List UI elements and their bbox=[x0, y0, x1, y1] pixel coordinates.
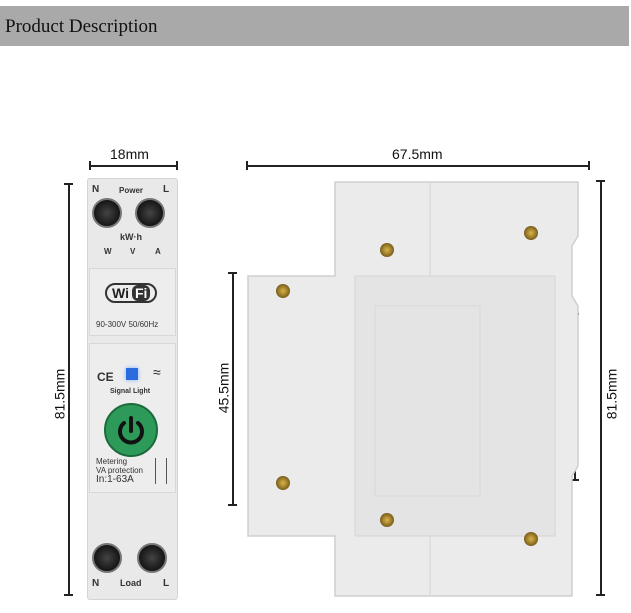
metering-label: Metering bbox=[96, 457, 128, 466]
rivet bbox=[524, 226, 538, 240]
terminal-n-label: N bbox=[92, 578, 100, 589]
terminal-screw bbox=[137, 543, 167, 573]
rating-label: 90-300V 50/60Hz bbox=[96, 320, 159, 329]
signal-light-label: Signal Light bbox=[110, 388, 151, 395]
dim-line-45mm bbox=[232, 272, 234, 505]
switch-diagram-icon bbox=[155, 458, 167, 484]
section-title: Product Description bbox=[5, 16, 158, 37]
terminal-screw bbox=[135, 198, 165, 228]
dim-tick bbox=[64, 594, 73, 596]
dim-label-81mm-right: 81.5mm bbox=[603, 368, 620, 420]
dim-tick bbox=[570, 479, 579, 481]
dim-line-81mm-right bbox=[600, 180, 602, 595]
dim-label-18mm: 18mm bbox=[110, 146, 149, 162]
a-label: A bbox=[155, 247, 161, 256]
dim-tick bbox=[64, 183, 73, 185]
terminal-screw bbox=[92, 198, 122, 228]
terminal-n-label: N bbox=[92, 184, 100, 195]
signal-light bbox=[126, 368, 138, 380]
rivet bbox=[276, 476, 290, 490]
current-rating-label: In:1-63A bbox=[96, 474, 134, 485]
va-protection-label: VA protection bbox=[96, 466, 143, 475]
ce-mark: CE bbox=[97, 370, 114, 384]
dim-tick bbox=[588, 161, 590, 170]
dim-label-81mm-left: 81.5mm bbox=[51, 368, 68, 420]
dim-tick bbox=[596, 180, 605, 182]
kwh-label: kW·h bbox=[120, 232, 142, 242]
dim-tick bbox=[89, 161, 91, 170]
dim-tick bbox=[228, 504, 237, 506]
wifi-icon: ≈ bbox=[153, 364, 161, 380]
dim-line-67mm bbox=[246, 165, 589, 167]
terminal-screw bbox=[92, 543, 122, 573]
rivet bbox=[524, 532, 538, 546]
dim-line-81mm-left bbox=[68, 183, 70, 595]
section-header: Product Description bbox=[0, 6, 629, 46]
load-label: Load bbox=[120, 578, 142, 588]
rivet bbox=[380, 513, 394, 527]
dim-label-45mm: 45.5mm bbox=[215, 362, 232, 414]
w-label: W bbox=[104, 247, 112, 256]
wifi-logo-text: Wi bbox=[112, 285, 129, 301]
terminal-l-label: L bbox=[163, 578, 170, 589]
dim-label-67mm: 67.5mm bbox=[392, 146, 443, 162]
dim-tick bbox=[246, 161, 248, 170]
dim-line-18mm bbox=[89, 165, 177, 167]
wifi-logo-text: Fi bbox=[131, 285, 151, 301]
power-label: Power bbox=[119, 186, 144, 195]
dim-tick bbox=[596, 594, 605, 596]
power-icon bbox=[118, 416, 144, 445]
rivet bbox=[380, 243, 394, 257]
v-label: V bbox=[130, 247, 136, 256]
side-view bbox=[247, 181, 579, 597]
dim-tick bbox=[176, 161, 178, 170]
rivet bbox=[276, 284, 290, 298]
terminal-l-label: L bbox=[163, 184, 170, 195]
power-button[interactable] bbox=[104, 403, 158, 457]
dim-tick bbox=[228, 272, 237, 274]
